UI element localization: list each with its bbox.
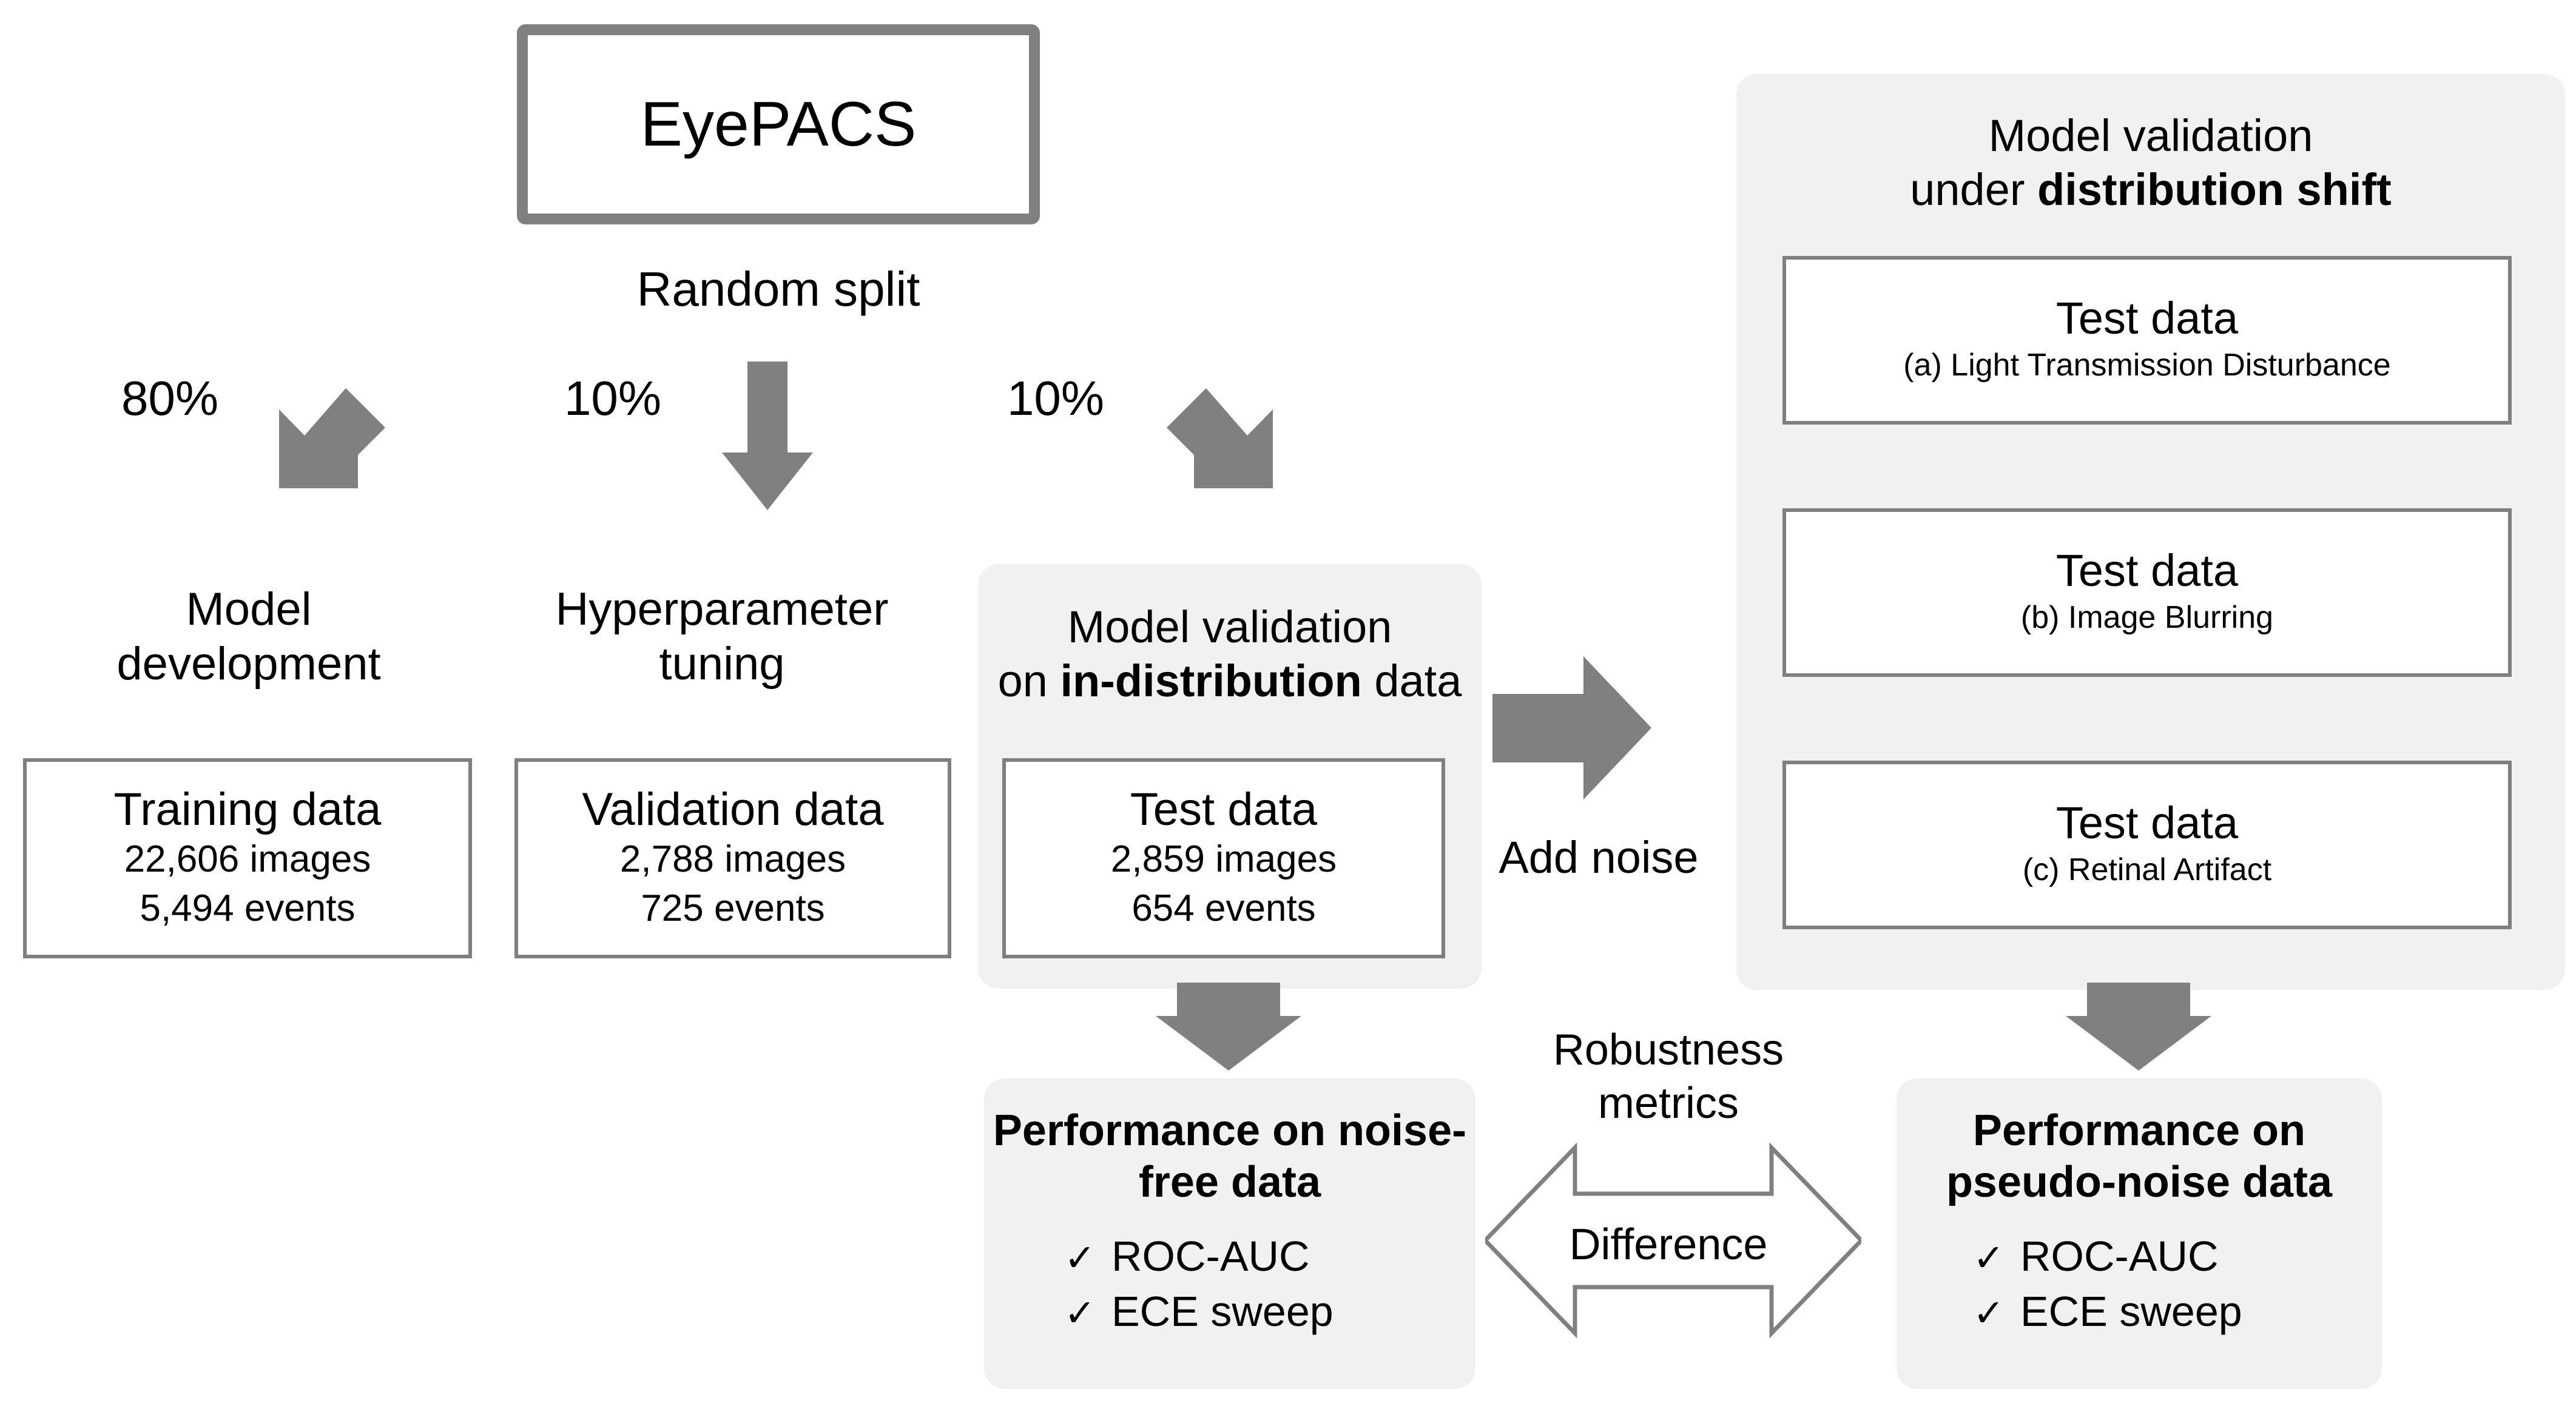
distribution-shift-title-prefix: under (1910, 164, 2038, 215)
test-data-image-blurring-box: Test data (b) Image Blurring (1782, 508, 2512, 677)
metric-item: ✓ ROC-AUC (1064, 1229, 1475, 1284)
distribution-shift-title-bold: distribution shift (2037, 164, 2392, 215)
test-data-id-events: 654 events (1131, 887, 1316, 929)
arrow-down-left-icon (279, 388, 385, 488)
in-distribution-title-line2: on in-distribution data (978, 654, 1482, 708)
arrow-down-to-noise-free-icon (1156, 983, 1301, 1071)
test-data-id-images: 2,859 images (1110, 838, 1337, 880)
metric-label: ECE sweep (1111, 1287, 1334, 1335)
validation-data-box: Validation data 2,788 images 725 events (514, 758, 951, 958)
add-noise-label: Add noise (1499, 832, 1699, 883)
performance-noise-free-title: Performance on noise-free data (993, 1106, 1467, 1206)
validation-data-title: Validation data (582, 783, 884, 835)
test-data-c-title: Test data (2055, 798, 2239, 849)
check-icon: ✓ (1973, 1237, 2004, 1279)
difference-label: Difference (1569, 1220, 1768, 1269)
performance-noise-free-metrics: ✓ ROC-AUC ✓ ECE sweep (984, 1229, 1475, 1339)
arrow-right-add-noise-icon (1492, 656, 1651, 799)
split-percent-test: 10% (1006, 371, 1105, 425)
check-icon: ✓ (1064, 1292, 1096, 1334)
metric-label: ROC-AUC (1111, 1232, 1310, 1280)
model-development-caption: Model development (116, 584, 381, 690)
eyepacs-label: EyePACS (640, 89, 917, 160)
test-data-in-distribution-box: Test data 2,859 images 654 events (1002, 758, 1445, 958)
validation-data-events: 725 events (641, 887, 825, 929)
in-distribution-title-prefix: on (997, 655, 1060, 706)
performance-pseudo-noise-panel: Performance on pseudo-noise data ✓ ROC-A… (1897, 1078, 2382, 1389)
robustness-metrics-label: Robustness metrics (1553, 1026, 1784, 1128)
metric-item: ✓ ECE sweep (1064, 1284, 1475, 1339)
metric-label: ROC-AUC (2020, 1232, 2219, 1280)
in-distribution-title-line1: Model validation (1067, 602, 1392, 652)
check-icon: ✓ (1973, 1292, 2004, 1334)
test-data-b-subtitle: (b) Image Blurring (2020, 600, 2274, 636)
test-data-a-subtitle: (a) Light Transmission Disturbance (1903, 348, 2391, 383)
test-data-a-title: Test data (2055, 293, 2239, 344)
double-arrow-difference-icon (1485, 1142, 1861, 1339)
performance-noise-free-panel: Performance on noise-free data ✓ ROC-AUC… (984, 1078, 1475, 1389)
check-icon: ✓ (1064, 1237, 1096, 1279)
metric-label: ECE sweep (2020, 1287, 2242, 1335)
test-data-b-title: Test data (2055, 545, 2239, 596)
split-percent-train: 80% (121, 371, 219, 425)
in-distribution-panel-title: Model validation on in-distribution data (978, 600, 1482, 708)
distribution-shift-title-line1: Model validation (1988, 110, 2313, 161)
arrow-down-icon (722, 362, 813, 510)
random-split-label: Random split (636, 262, 920, 316)
in-distribution-title-suffix: data (1361, 655, 1462, 706)
training-data-images: 22,606 images (124, 838, 371, 880)
test-data-id-title: Test data (1130, 783, 1318, 835)
training-data-box: Training data 22,606 images 5,494 events (23, 758, 472, 958)
metric-item: ✓ ROC-AUC (1973, 1229, 2382, 1284)
in-distribution-title-bold: in-distribution (1060, 655, 1362, 706)
performance-pseudo-noise-title: Performance on pseudo-noise data (1946, 1106, 2333, 1206)
hyperparameter-tuning-caption: Hyperparameter tuning (555, 584, 889, 690)
performance-pseudo-noise-metrics: ✓ ROC-AUC ✓ ECE sweep (1897, 1229, 2382, 1339)
arrow-down-to-pseudo-noise-icon (2066, 983, 2211, 1071)
validation-data-images: 2,788 images (619, 838, 846, 880)
split-percent-validation: 10% (564, 371, 662, 425)
test-data-c-subtitle: (c) Retinal Artifact (2022, 852, 2272, 888)
distribution-shift-panel-title: Model validation under distribution shif… (1736, 109, 2565, 217)
distribution-shift-title-line2: under distribution shift (1736, 163, 2565, 217)
training-data-events: 5,494 events (140, 887, 356, 929)
eyepacs-source-box: EyePACS (517, 24, 1040, 224)
metric-item: ✓ ECE sweep (1973, 1284, 2382, 1339)
arrow-down-right-icon (1167, 388, 1273, 488)
training-data-title: Training data (113, 783, 382, 835)
test-data-light-transmission-box: Test data (a) Light Transmission Disturb… (1782, 256, 2512, 425)
test-data-retinal-artifact-box: Test data (c) Retinal Artifact (1782, 761, 2512, 929)
